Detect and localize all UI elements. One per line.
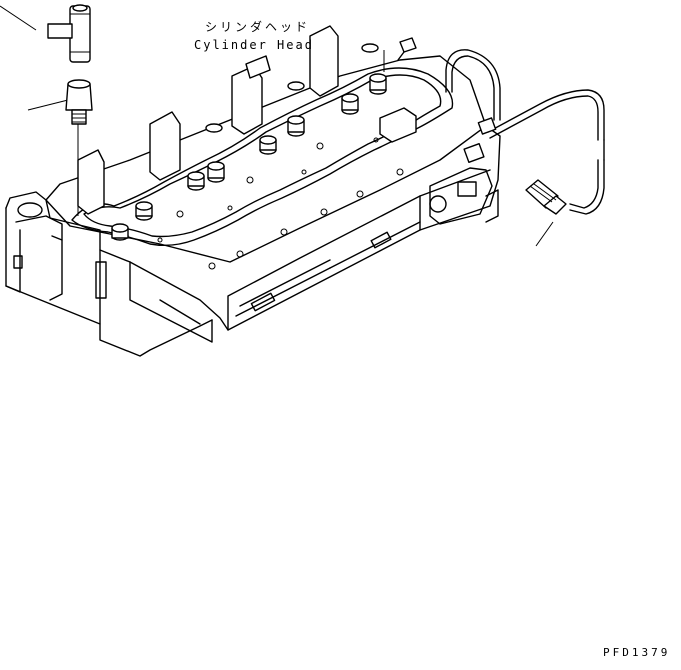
deck-holes xyxy=(157,137,404,270)
cylinder-head xyxy=(5,25,501,357)
component-label-japanese: シリンダヘッド xyxy=(205,20,311,34)
adapter-fitting xyxy=(65,79,93,125)
component-label-english: Cylinder Head xyxy=(194,38,314,52)
valve-caps xyxy=(111,73,387,241)
pipe-connector xyxy=(525,179,567,215)
valve-pedestals xyxy=(77,25,379,215)
tee-fitting xyxy=(47,4,91,63)
oil-pipe xyxy=(445,49,605,215)
drawing-code: PFD1379 xyxy=(603,646,671,659)
